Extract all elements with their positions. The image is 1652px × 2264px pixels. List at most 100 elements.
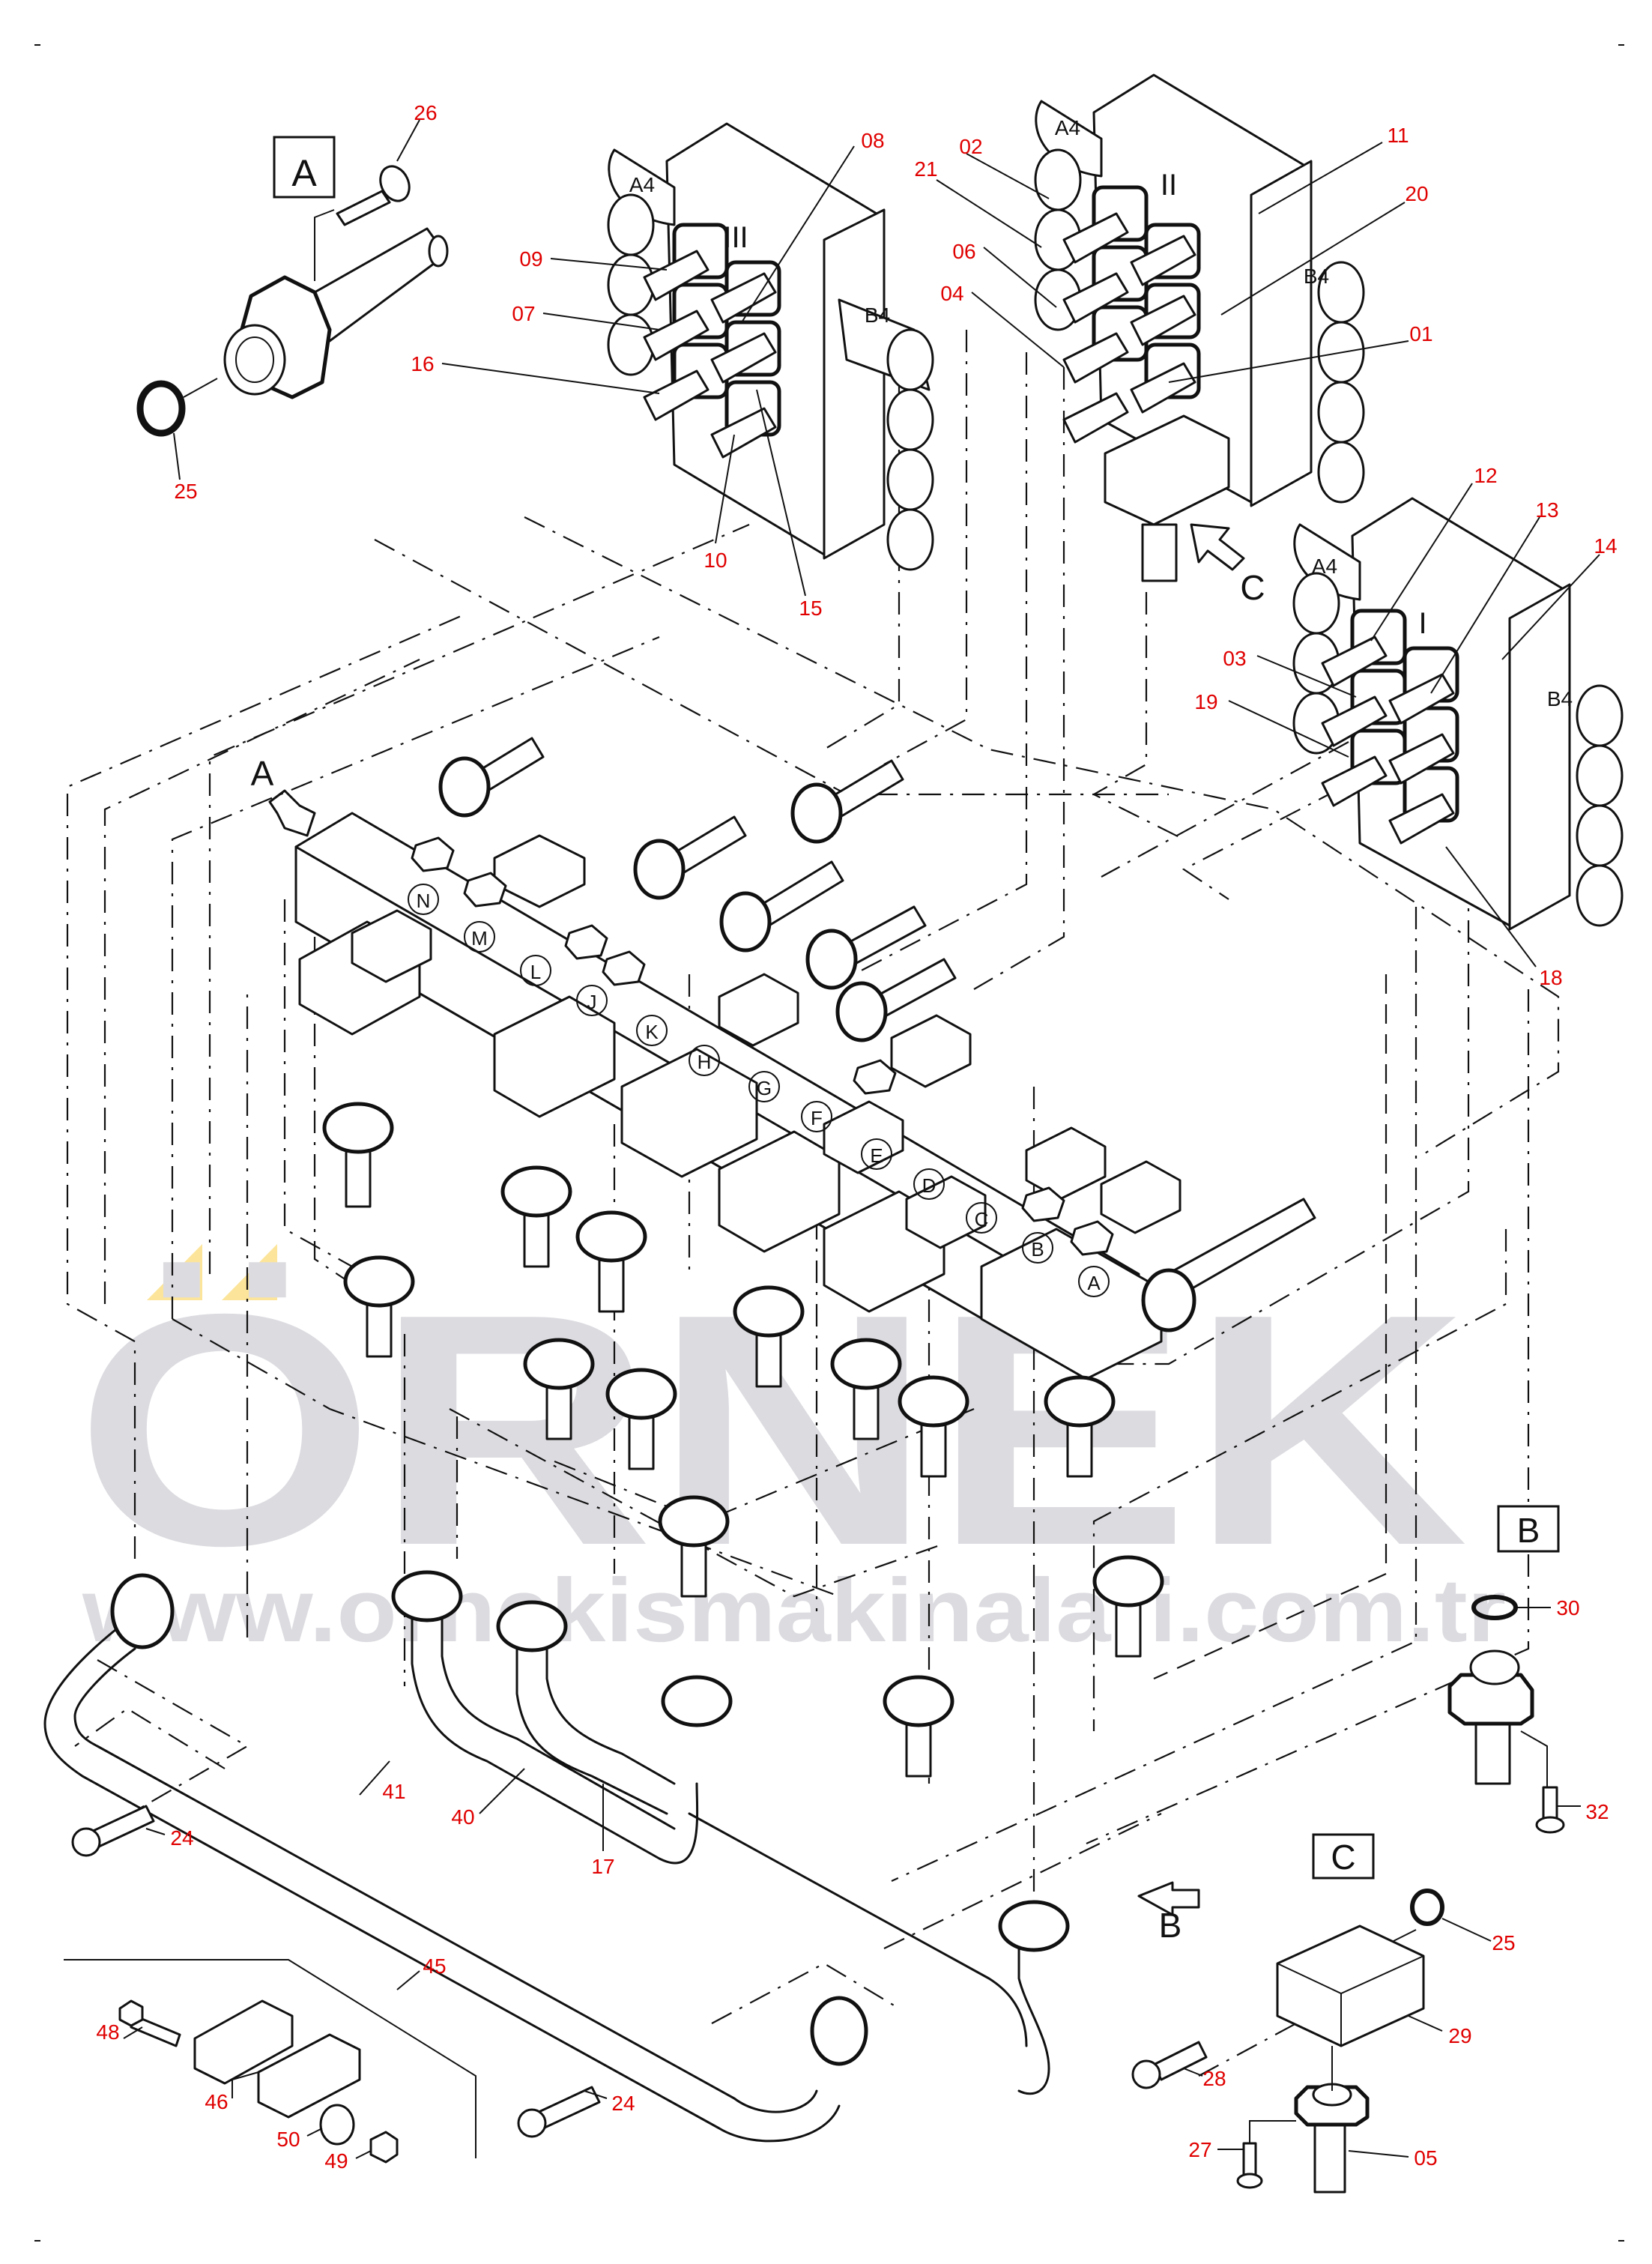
- detail-b-label: B: [1517, 1511, 1540, 1550]
- fitting-tubes-i: [1321, 609, 1459, 845]
- detail-c: C: [1131, 1833, 1444, 2194]
- view-arrow-a: A: [251, 754, 316, 837]
- port-h: H: [698, 1051, 712, 1073]
- part-label-12[interactable]: 12: [1474, 464, 1497, 487]
- manifold-port-letters: N M L J K H G F E D C B A: [408, 884, 1110, 1297]
- bolt-24-left-icon: [71, 1805, 155, 1857]
- port-b: B: [1031, 1238, 1044, 1261]
- hex-plugs: [411, 836, 1114, 1256]
- part-label-13[interactable]: 13: [1535, 498, 1558, 522]
- part-label-24-mid[interactable]: 24: [611, 2092, 635, 2115]
- valve-spool-b4-ii: [1317, 261, 1365, 504]
- pilot-manifold: N M L J K H G F E D C B A: [294, 812, 1316, 1380]
- part-label-07[interactable]: 07: [512, 302, 535, 325]
- part-label-32[interactable]: 32: [1585, 1800, 1609, 1823]
- valve-block-ii: A4 B4 II: [1034, 73, 1365, 582]
- valve-section-iii: III: [723, 221, 748, 254]
- clamp-half-46-upper-icon: [193, 1999, 294, 2085]
- part-labels: 26 25 08 02 11 21 20 09 06 07 04 16 01 1…: [96, 101, 1617, 2173]
- lower-flange-tubes: [322, 1102, 1164, 1778]
- part-label-08[interactable]: 08: [861, 129, 884, 152]
- port-c: C: [975, 1208, 989, 1231]
- port-k: K: [645, 1021, 659, 1043]
- detail-b-box: [1497, 1505, 1560, 1553]
- o-ring-25c-icon: [1410, 1889, 1444, 1926]
- detail-a-label: A: [291, 152, 317, 194]
- upper-flange-tubes: [438, 737, 957, 1042]
- part-label-17[interactable]: 17: [591, 1855, 614, 1878]
- part-label-05[interactable]: 05: [1414, 2146, 1437, 2170]
- part-label-14[interactable]: 14: [1594, 534, 1617, 558]
- valve-spool-b4-iii: [838, 298, 934, 571]
- bolt-26-icon: [336, 165, 411, 226]
- block-29-icon: [1276, 1925, 1425, 2047]
- valve-spool-a4-ii: [1034, 148, 1082, 331]
- watermark-umlaut-right: [222, 1244, 277, 1300]
- part-label-10[interactable]: 10: [704, 549, 727, 572]
- bolt-27-icon: [1236, 2142, 1263, 2189]
- part-label-04[interactable]: 04: [940, 282, 963, 305]
- port-j: J: [587, 991, 597, 1013]
- bolt-32-icon: [1535, 1786, 1565, 1834]
- part-label-29[interactable]: 29: [1448, 2024, 1471, 2047]
- view-arrow-b: B: [1137, 1881, 1200, 1945]
- fitting-tubes-iii: [643, 223, 781, 459]
- part-label-15[interactable]: 15: [799, 597, 822, 620]
- valve-port-b4-i: B4: [1547, 687, 1573, 710]
- flange-tube-icon: [223, 227, 449, 399]
- part-label-18[interactable]: 18: [1539, 966, 1562, 989]
- part-label-41[interactable]: 41: [382, 1780, 405, 1803]
- o-ring-30-icon: [1471, 1595, 1518, 1620]
- part-label-01[interactable]: 01: [1409, 322, 1432, 345]
- view-arrow-c: C: [1190, 523, 1265, 607]
- part-label-48[interactable]: 48: [96, 2020, 119, 2044]
- part-label-46[interactable]: 46: [205, 2090, 228, 2113]
- part-label-25[interactable]: 25: [174, 480, 197, 503]
- part-label-28[interactable]: 28: [1202, 2067, 1226, 2090]
- port-n: N: [417, 890, 431, 912]
- port-m: M: [471, 927, 488, 950]
- part-label-03[interactable]: 03: [1223, 647, 1246, 670]
- watermark-url: www.ornekismakinalari.com.tr: [82, 1560, 1506, 1661]
- part-label-40[interactable]: 40: [451, 1805, 474, 1829]
- part-label-06[interactable]: 06: [952, 240, 975, 263]
- detail-c-box: [1312, 1833, 1375, 1880]
- part-label-11[interactable]: 11: [1387, 124, 1409, 147]
- part-label-27[interactable]: 27: [1188, 2138, 1211, 2161]
- washer-50-icon: [319, 2104, 355, 2146]
- part-label-09[interactable]: 09: [519, 247, 542, 271]
- o-ring-25-icon: [136, 380, 186, 437]
- part-label-45[interactable]: 45: [423, 1954, 446, 1978]
- part-label-02[interactable]: 02: [959, 135, 982, 158]
- part-label-49[interactable]: 49: [324, 2149, 348, 2173]
- bolt-28-icon: [1131, 2041, 1208, 2089]
- pipe-17: [496, 1600, 733, 1815]
- fitting-tubes-ii: [1062, 185, 1201, 444]
- valve-block-i: A4 B4 I: [1292, 497, 1624, 931]
- pilot-block-c: [1104, 414, 1230, 582]
- flange-fitting-b-icon: [1447, 1649, 1534, 1785]
- valve-spool-a4-iii: [607, 193, 655, 376]
- flange-fitting-05-icon: [1294, 2083, 1370, 2194]
- watermark-umlaut-left: [147, 1244, 202, 1300]
- view-arrow-a-label: A: [251, 754, 274, 793]
- port-l: L: [530, 961, 541, 983]
- part-label-21[interactable]: 21: [914, 157, 937, 181]
- valve-section-i: I: [1418, 607, 1426, 640]
- clamp-half-46-lower-icon: [257, 2033, 361, 2119]
- valve-port-a4-ii: A4: [1055, 116, 1080, 139]
- part-label-19[interactable]: 19: [1194, 690, 1217, 713]
- port-g: G: [757, 1077, 772, 1099]
- port-f: F: [811, 1107, 823, 1129]
- part-label-24-left[interactable]: 24: [170, 1826, 193, 1850]
- leader-lines: [123, 119, 1600, 2159]
- bolt-48-icon: [118, 1999, 181, 2047]
- view-arrow-b-label: B: [1159, 1906, 1182, 1945]
- part-label-25-c[interactable]: 25: [1492, 1931, 1515, 1954]
- part-label-20[interactable]: 20: [1405, 182, 1428, 205]
- part-label-50[interactable]: 50: [276, 2128, 300, 2151]
- part-label-16[interactable]: 16: [411, 352, 434, 375]
- valve-section-ii: II: [1161, 169, 1177, 202]
- part-label-26[interactable]: 26: [414, 101, 437, 124]
- part-label-30[interactable]: 30: [1556, 1596, 1579, 1619]
